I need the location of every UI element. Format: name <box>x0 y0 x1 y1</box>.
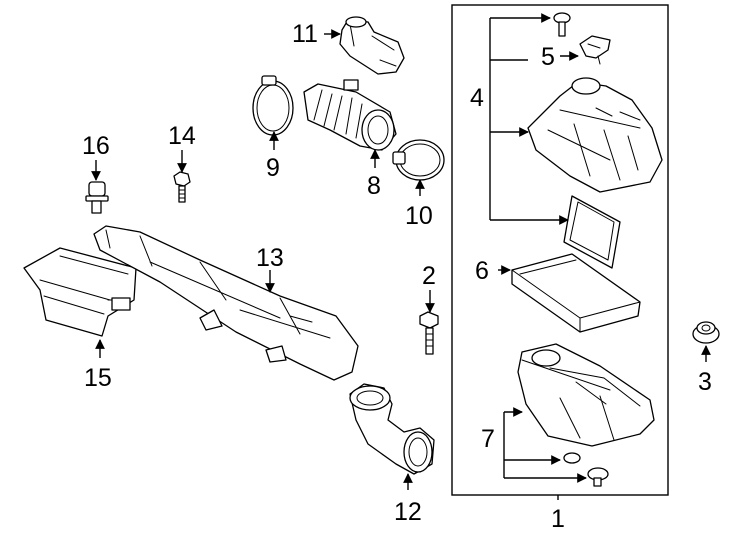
bolt-part[interactable] <box>173 171 191 203</box>
callout-15: 15 <box>84 364 112 392</box>
callout-14: 14 <box>168 122 196 150</box>
callout-2: 2 <box>422 262 436 290</box>
callout-5: 5 <box>541 43 555 71</box>
air-filter-part[interactable] <box>511 253 641 333</box>
leader-lines <box>91 13 711 500</box>
bolt-part-2[interactable] <box>419 311 439 355</box>
callout-13: 13 <box>256 244 284 272</box>
callout-1: 1 <box>551 505 565 533</box>
air-cleaner-lower-case[interactable] <box>517 343 655 487</box>
callout-12: 12 <box>394 498 422 526</box>
intake-duct-part[interactable] <box>349 383 435 475</box>
callout-labels: 11 9 8 10 16 14 15 13 2 12 3 1 5 4 6 7 <box>82 20 712 533</box>
air-cleaner-upper-case[interactable] <box>527 77 663 193</box>
callout-4: 4 <box>470 84 484 112</box>
screw-part[interactable] <box>553 12 571 37</box>
intake-hose-part[interactable] <box>303 79 397 151</box>
resonator-part[interactable] <box>339 16 405 75</box>
push-clip-part[interactable] <box>85 181 109 214</box>
callout-9: 9 <box>266 154 280 182</box>
clip-part[interactable] <box>579 35 611 65</box>
callout-8: 8 <box>367 172 381 200</box>
hose-clamp-part-2[interactable] <box>392 139 445 181</box>
callout-11: 11 <box>292 20 318 48</box>
hose-clamp-part[interactable] <box>252 75 294 136</box>
duct-bracket-part[interactable] <box>23 247 137 337</box>
gasket-part[interactable] <box>563 195 621 269</box>
callout-10: 10 <box>405 202 433 230</box>
callout-3: 3 <box>698 368 712 396</box>
air-intake-duct-part[interactable] <box>93 225 359 381</box>
callout-16: 16 <box>82 132 110 160</box>
grommet-part[interactable] <box>692 321 720 344</box>
callout-7: 7 <box>481 425 495 453</box>
assembly-frame <box>451 4 669 496</box>
callout-6: 6 <box>475 257 489 285</box>
